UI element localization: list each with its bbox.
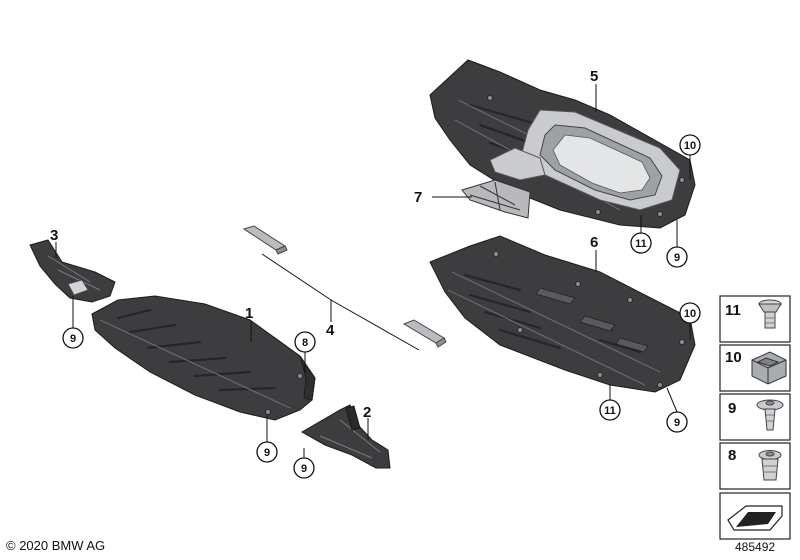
legend-item-9: 9 [719, 393, 791, 441]
callout-2: 2 [363, 404, 371, 421]
callout-3: 3 [50, 227, 58, 244]
copyright-notice: © 2020 BMW AG [6, 538, 106, 553]
svg-text:8: 8 [728, 447, 736, 464]
svg-text:10: 10 [684, 140, 696, 152]
svg-text:10: 10 [725, 349, 742, 366]
circled-callout-10-panel6: 10 [679, 302, 701, 324]
underbody-panel-5 [429, 59, 696, 229]
underbody-panel-6 [429, 235, 696, 393]
callout-5: 5 [590, 68, 598, 85]
svg-text:11: 11 [635, 238, 647, 250]
circled-callout-11-panel6: 11 [599, 399, 621, 421]
clip-nut-icon [751, 351, 787, 385]
direction-arrow-box [719, 492, 791, 540]
svg-text:9: 9 [674, 252, 680, 264]
callout-1: 1 [245, 305, 253, 322]
underbody-panel-1 [91, 295, 316, 421]
svg-text:9: 9 [70, 333, 76, 345]
svg-text:9: 9 [674, 417, 680, 429]
fastener-legend: 11 10 9 [719, 295, 791, 540]
direction-arrow-icon [727, 505, 783, 531]
svg-text:10: 10 [684, 308, 696, 320]
svg-text:9: 9 [728, 400, 736, 417]
circled-callout-10-panel5: 10 [679, 134, 701, 156]
circled-callout-9-part2: 9 [293, 457, 315, 479]
svg-text:8: 8 [302, 337, 308, 349]
leader-lines [55, 84, 691, 458]
diagram-number: 485492 [735, 540, 776, 554]
circled-callout-9-part3: 9 [62, 327, 84, 349]
svg-text:9: 9 [264, 447, 270, 459]
callout-7: 7 [414, 189, 422, 206]
svg-text:11: 11 [604, 405, 616, 417]
circled-callout-9-panel6: 9 [666, 411, 688, 433]
svg-text:9: 9 [301, 463, 307, 475]
circled-callout-8: 8 [294, 331, 316, 353]
expanding-rivet-icon [756, 399, 784, 431]
legend-item-8: 8 [719, 442, 791, 490]
bracket-7 [461, 179, 531, 219]
circled-callout-9-panel1: 9 [256, 441, 278, 463]
callout-4: 4 [326, 322, 335, 339]
push-rivet-icon [758, 299, 782, 329]
legend-item-11: 11 [719, 295, 791, 343]
circled-callout-9-panel5: 9 [666, 246, 688, 268]
bracket-2 [300, 404, 391, 469]
legend-item-10: 10 [719, 344, 791, 392]
svg-text:11: 11 [725, 302, 741, 319]
clamp-strips-4 [242, 225, 447, 348]
plastic-nut-icon [758, 450, 782, 481]
callout-6: 6 [590, 234, 598, 251]
circled-callout-11-panel5: 11 [630, 232, 652, 254]
bracket-3 [29, 239, 116, 303]
